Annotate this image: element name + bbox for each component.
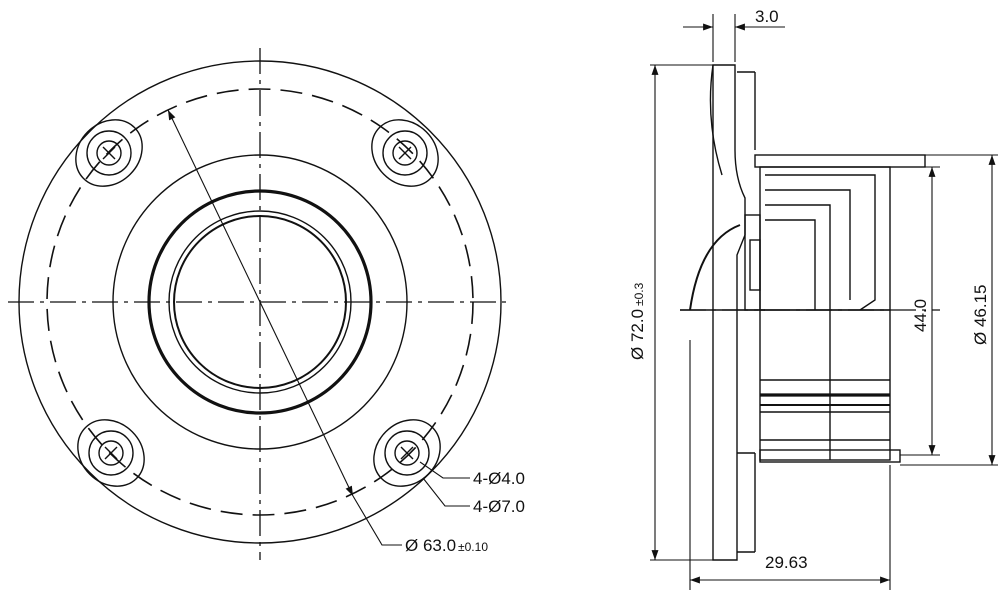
top-plate — [754, 154, 926, 168]
housing-inner-step-2 — [765, 189, 851, 300]
mounting-hole-top-left — [75, 119, 143, 187]
mounting-hole-top-right — [371, 119, 439, 187]
housing-inner-step-1 — [765, 174, 876, 311]
side-view: 3.0 Ø 72.0±0.3 44.0 Ø 46.15 29.63 — [628, 7, 998, 590]
counterbore-callout-label: 4-Ø7.0 — [473, 497, 525, 516]
hole-callout-leader — [419, 461, 470, 479]
depth-label: 29.63 — [765, 553, 808, 572]
flange-thickness-label: 3.0 — [755, 7, 779, 26]
bolt-circle-label: Ø 63.0±0.10 — [405, 536, 488, 555]
terminal-block — [744, 214, 761, 311]
housing-upper — [759, 166, 891, 311]
body-height-label: 44.0 — [911, 299, 930, 332]
rear-diameter-label: Ø 46.15 — [971, 285, 990, 346]
magnet-body — [759, 309, 891, 461]
mounting-hole-bottom-left — [77, 419, 145, 487]
front-view: Ø 63.0±0.10 4-Ø4.0 4-Ø7.0 — [8, 48, 525, 560]
pole-piece — [765, 219, 816, 310]
mounting-hole-bottom-right — [373, 419, 441, 487]
counterbore-callout-leader — [422, 477, 470, 507]
voice-coil-former — [765, 204, 831, 310]
back-plate — [759, 449, 901, 463]
terminal-lug — [749, 239, 761, 291]
dome-profile — [689, 224, 741, 311]
front-flange-outline — [712, 64, 746, 561]
flange-curve — [709, 64, 723, 176]
hole-callout-label: 4-Ø4.0 — [473, 469, 525, 488]
bolt-circle-dimension-line — [167, 109, 354, 497]
outer-diameter-label: Ø 72.0±0.3 — [628, 282, 647, 360]
bolt-circle-leader — [352, 495, 402, 546]
